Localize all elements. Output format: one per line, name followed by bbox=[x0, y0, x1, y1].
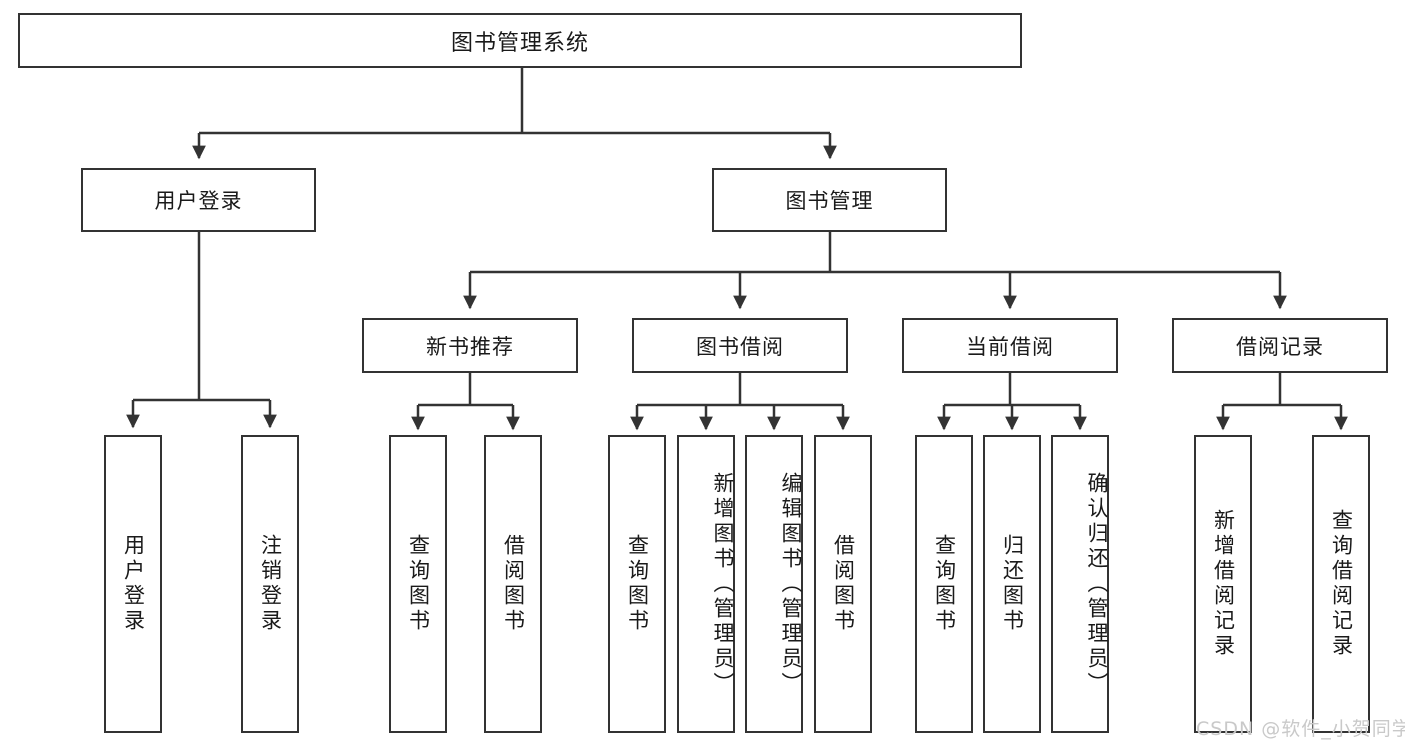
node-label: 借阅图书 bbox=[831, 534, 856, 634]
node-book-borrow[interactable]: 图书借阅 bbox=[632, 318, 848, 373]
node-label: 借阅记录 bbox=[1236, 334, 1324, 359]
leaf-borrow-book[interactable]: 借阅图书 bbox=[814, 435, 872, 733]
watermark: CSDN @软件_小贺同学 bbox=[1196, 718, 1405, 740]
node-label: 新书推荐 bbox=[426, 334, 514, 359]
node-label: 新增借阅记录 bbox=[1211, 509, 1236, 659]
node-label: 编辑图书（管理员） bbox=[779, 471, 803, 697]
leaf-query-borrow-record[interactable]: 查询借阅记录 bbox=[1312, 435, 1370, 733]
node-root-system[interactable]: 图书管理系统 bbox=[18, 13, 1022, 68]
leaf-user-login[interactable]: 用户登录 bbox=[104, 435, 162, 733]
leaf-add-borrow-record[interactable]: 新增借阅记录 bbox=[1194, 435, 1252, 733]
node-user-login[interactable]: 用户登录 bbox=[81, 168, 316, 232]
leaf-add-book-admin[interactable]: 新增图书（管理员） bbox=[677, 435, 735, 733]
leaf-confirm-return-admin[interactable]: 确认归还（管理员） bbox=[1051, 435, 1109, 733]
node-label: 图书管理 bbox=[785, 189, 874, 213]
node-book-management[interactable]: 图书管理 bbox=[712, 168, 947, 232]
leaf-query-book-recommend[interactable]: 查询图书 bbox=[389, 435, 447, 733]
leaf-borrow-book-recommend[interactable]: 借阅图书 bbox=[484, 435, 542, 733]
node-label: 确认归还（管理员） bbox=[1085, 471, 1109, 697]
node-label: 注销登录 bbox=[258, 534, 283, 634]
node-label: 用户登录 bbox=[121, 534, 146, 634]
node-current-borrow[interactable]: 当前借阅 bbox=[902, 318, 1118, 373]
node-label: 当前借阅 bbox=[966, 334, 1054, 359]
node-label: 归还图书 bbox=[1000, 534, 1025, 634]
leaf-logout[interactable]: 注销登录 bbox=[241, 435, 299, 733]
leaf-return-book[interactable]: 归还图书 bbox=[983, 435, 1041, 733]
node-borrow-record[interactable]: 借阅记录 bbox=[1172, 318, 1388, 373]
node-label: 查询借阅记录 bbox=[1329, 509, 1354, 659]
node-label: 查询图书 bbox=[406, 534, 431, 634]
node-new-book-recommend[interactable]: 新书推荐 bbox=[362, 318, 578, 373]
node-label: 新增图书（管理员） bbox=[711, 471, 735, 697]
leaf-query-book-current[interactable]: 查询图书 bbox=[915, 435, 973, 733]
node-label: 查询图书 bbox=[932, 534, 957, 634]
node-label: 用户登录 bbox=[154, 189, 243, 213]
node-label: 图书借阅 bbox=[696, 334, 784, 359]
node-label: 图书管理系统 bbox=[450, 30, 589, 56]
leaf-edit-book-admin[interactable]: 编辑图书（管理员） bbox=[745, 435, 803, 733]
node-label: 借阅图书 bbox=[501, 534, 526, 634]
leaf-query-book-borrow[interactable]: 查询图书 bbox=[608, 435, 666, 733]
node-label: 查询图书 bbox=[625, 534, 650, 634]
